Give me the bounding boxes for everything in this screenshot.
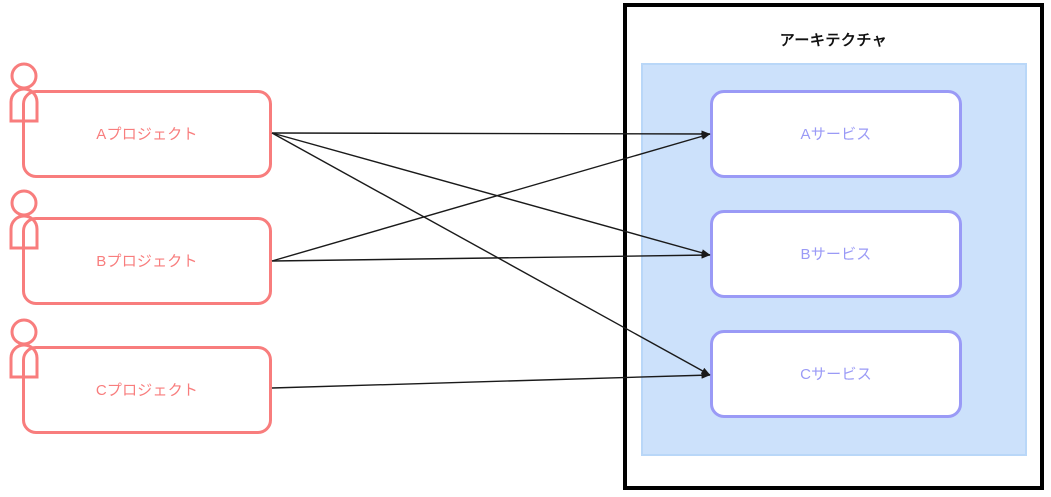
architecture-title: アーキテクチャ <box>779 32 888 49</box>
service-label-b: Bサービス <box>800 245 872 263</box>
project-label-a: Aプロジェクト <box>96 125 198 143</box>
service-label-a: Aサービス <box>800 125 872 143</box>
service-node-b[interactable]: Bサービス <box>710 210 962 298</box>
service-node-a[interactable]: Aサービス <box>710 90 962 178</box>
project-node-c[interactable]: Cプロジェクト <box>22 346 272 434</box>
service-node-c[interactable]: Cサービス <box>710 330 962 418</box>
project-label-c: Cプロジェクト <box>95 381 199 399</box>
project-node-a[interactable]: Aプロジェクト <box>22 90 272 178</box>
service-label-c: Cサービス <box>800 365 872 383</box>
project-node-b[interactable]: Bプロジェクト <box>22 217 272 305</box>
architecture-container: アーキテクチャ Aサービス Bサービス Cサービス <box>623 3 1044 490</box>
project-label-b: Bプロジェクト <box>96 252 198 270</box>
